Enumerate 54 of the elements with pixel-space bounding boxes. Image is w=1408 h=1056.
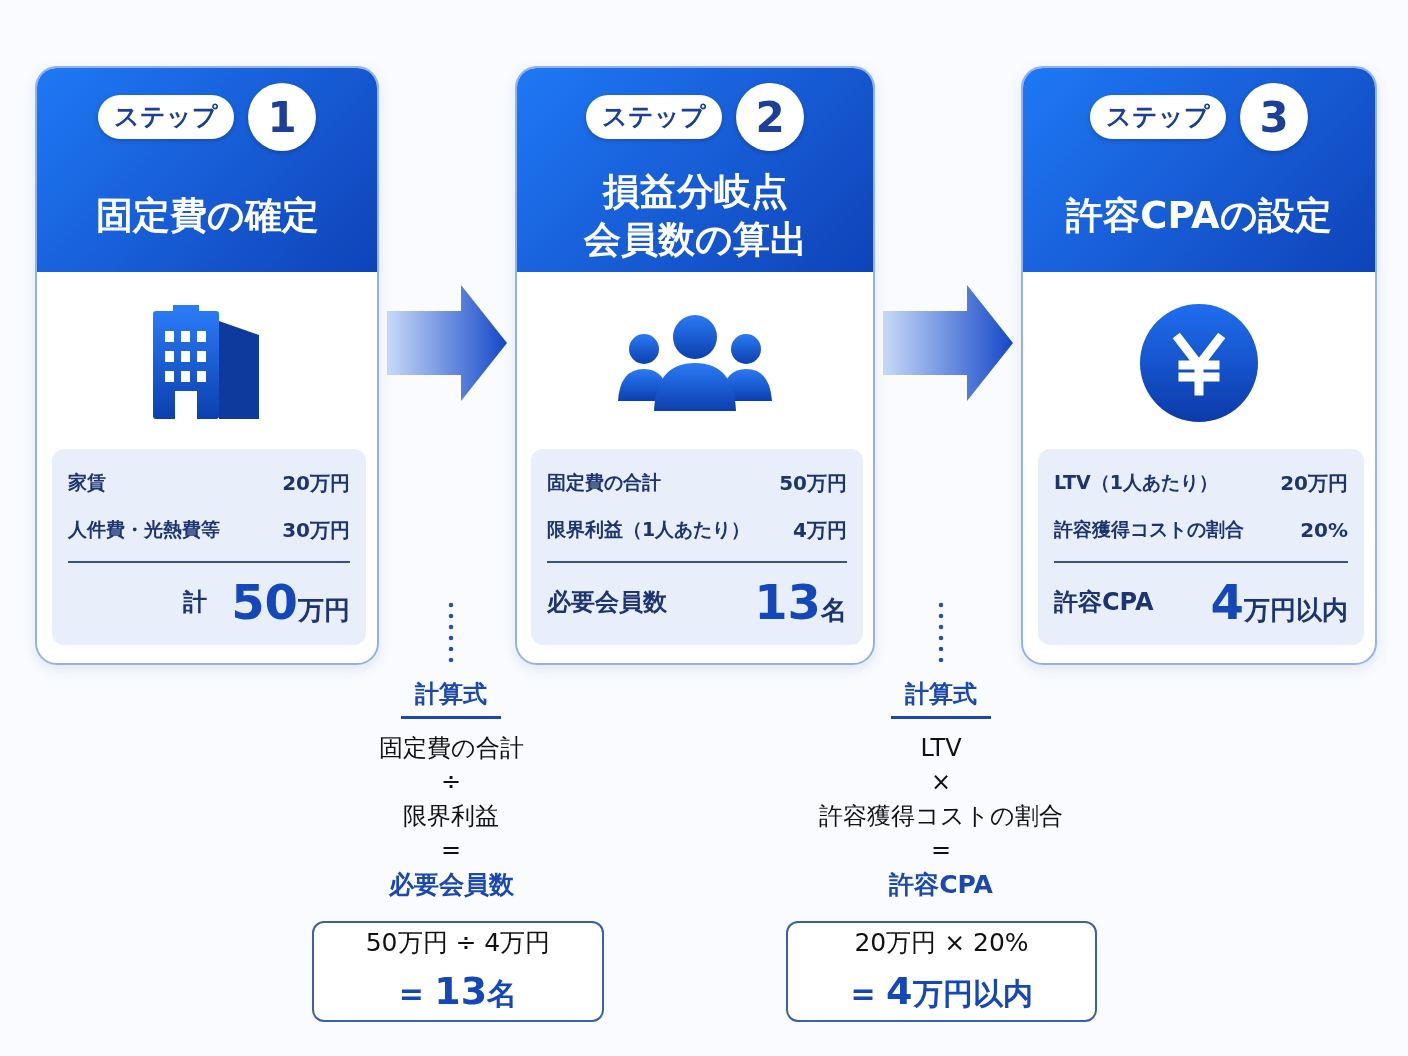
item-label: 限界利益（1人あたり） <box>547 517 751 543</box>
item-label: 家賃 <box>68 470 106 496</box>
step-card <box>1021 66 1377 665</box>
item-value: 20万円 <box>1280 469 1348 497</box>
formula-term: LTV <box>920 733 962 764</box>
formula-operator: = <box>440 835 462 866</box>
step-number: 3 <box>1240 83 1308 151</box>
total-value: 13名 <box>754 573 847 632</box>
result-box <box>312 921 604 1022</box>
summary-panel <box>1038 449 1364 645</box>
step-title: 損益分岐点 <box>602 169 788 215</box>
step-badge: ステップ <box>98 95 234 139</box>
formula-result: 許容CPA <box>889 869 993 901</box>
total-value: 50万円 <box>231 573 350 632</box>
step-card <box>35 66 379 665</box>
item-value: 4万円 <box>793 516 847 544</box>
step-title: 会員数の算出 <box>583 217 807 263</box>
formula-heading: 計算式 <box>891 676 991 719</box>
calculation-text: 50万円 ÷ 4万円 <box>365 927 551 959</box>
item-label: LTV（1人あたり） <box>1054 470 1218 496</box>
item-label: 固定費の合計 <box>547 470 661 496</box>
formula-term: 固定費の合計 <box>378 733 524 764</box>
summary-panel <box>52 449 366 645</box>
result-box <box>786 921 1097 1022</box>
total-label: 計 <box>183 587 208 618</box>
item-value: 50万円 <box>779 469 847 497</box>
total-label: 必要会員数 <box>547 587 667 618</box>
formula-operator: = <box>930 835 952 866</box>
formula-term: 許容獲得コストの割合 <box>819 801 1063 832</box>
result-text: = 13名 <box>398 968 518 1015</box>
step-badge: ステップ <box>1090 95 1226 139</box>
total-value: 4万円以内 <box>1210 573 1348 632</box>
item-label: 人件費・光熱費等 <box>68 517 220 543</box>
item-value: 30万円 <box>282 516 350 544</box>
formula-heading: 計算式 <box>401 676 501 719</box>
flow-arrow <box>883 285 1013 401</box>
step-card <box>515 66 875 665</box>
total-label: 許容CPA <box>1054 587 1154 618</box>
formula-term: 限界利益 <box>403 801 499 832</box>
summary-panel <box>531 449 863 645</box>
step-number: 2 <box>736 83 804 151</box>
step-title: 固定費の確定 <box>95 193 319 239</box>
item-value: 20万円 <box>282 469 350 497</box>
formula-operator: × <box>930 767 952 798</box>
step-title: 許容CPAの設定 <box>1066 193 1332 239</box>
formula-result: 必要会員数 <box>388 869 514 901</box>
item-label: 許容獲得コストの割合 <box>1054 517 1244 543</box>
result-text: = 4万円以内 <box>850 968 1033 1015</box>
flow-arrow <box>387 285 507 401</box>
formula-operator: ÷ <box>440 767 462 798</box>
calculation-text: 20万円 × 20% <box>854 927 1029 959</box>
step-number: 1 <box>248 83 316 151</box>
step-badge: ステップ <box>586 95 722 139</box>
item-value: 20% <box>1300 516 1348 544</box>
